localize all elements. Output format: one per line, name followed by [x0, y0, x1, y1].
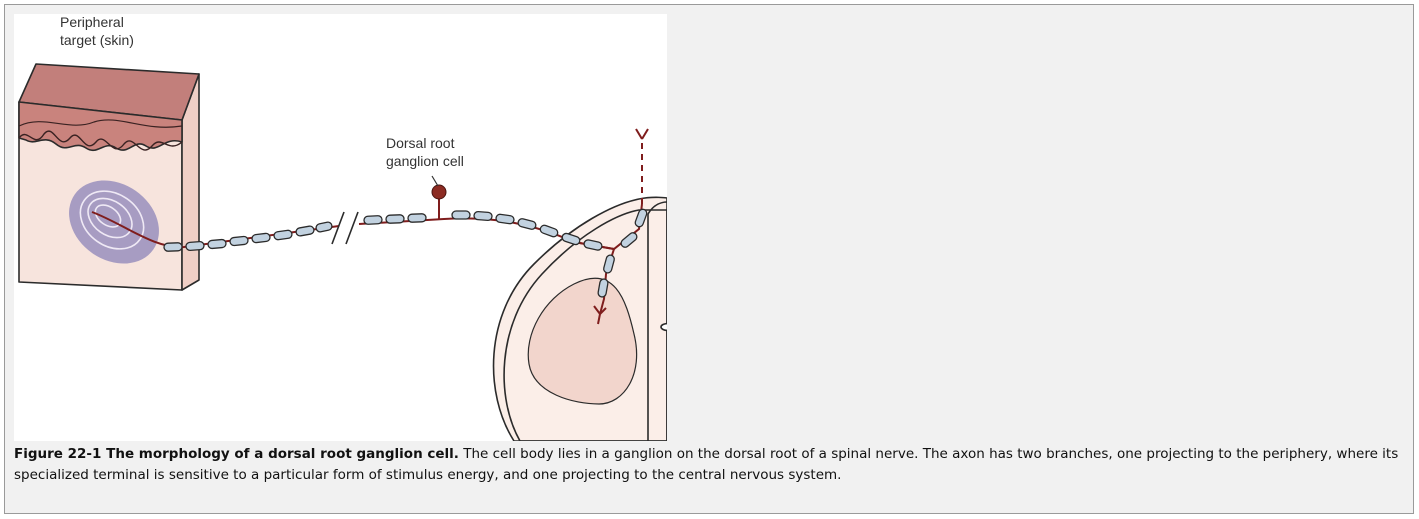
figure-illustration: Peripheral target (skin) Dorsal root gan… [14, 14, 667, 441]
label-ganglion-cell: ganglion cell [386, 153, 464, 169]
label-pointers [432, 176, 438, 186]
figure-caption: Figure 22-1 The morphology of a dorsal r… [14, 444, 1406, 486]
caption-title: Figure 22-1 The morphology of a dorsal r… [14, 446, 459, 462]
figure-frame: Peripheral target (skin) Dorsal root gan… [4, 4, 1414, 514]
label-peripheral: Peripheral [60, 14, 124, 30]
label-target-skin: target (skin) [60, 32, 134, 48]
label-dorsal-root: Dorsal root [386, 135, 455, 151]
axon-break-marks [332, 212, 358, 244]
spinal-cord [494, 197, 667, 441]
ganglion-cell-body [432, 185, 446, 219]
